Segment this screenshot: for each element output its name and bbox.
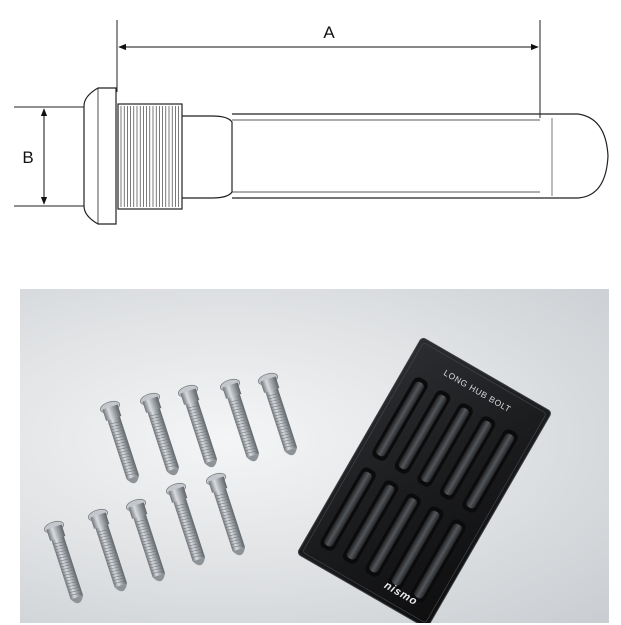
packaged-bolts <box>320 377 518 603</box>
loose-bolt <box>257 372 298 456</box>
knurl-lines <box>120 106 179 207</box>
loose-bolt <box>165 482 206 566</box>
packaged-bolt <box>387 506 444 590</box>
dimension-b-label: B <box>22 148 33 167</box>
loose-bolt <box>87 508 128 592</box>
packaged-bolt <box>365 493 421 577</box>
loose-bolt <box>43 520 84 604</box>
loose-bolt <box>219 378 260 462</box>
loose-bolt <box>125 498 166 582</box>
packaged-bolt <box>417 403 473 487</box>
packaged-bolt <box>394 390 451 474</box>
hub-bolt-technical-drawing: A B <box>14 20 609 225</box>
loose-bolt <box>139 392 180 476</box>
packaged-bolt <box>439 416 496 500</box>
dimension-b: B <box>14 106 96 207</box>
packaged-bolt <box>410 519 466 603</box>
packaged-bolt <box>320 467 376 551</box>
dimension-a: A <box>116 20 541 118</box>
packaged-bolt <box>342 480 399 564</box>
dimension-a-label: A <box>323 23 335 42</box>
loose-bolt <box>177 384 218 468</box>
packaged-bolt <box>372 377 428 461</box>
loose-bolts <box>43 372 298 604</box>
bolt-package-box: LONG HUB BOLT nismo <box>297 337 551 623</box>
loose-bolt <box>205 472 246 556</box>
product-photo: LONG HUB BOLT nismo <box>20 289 609 623</box>
packaged-bolt <box>462 429 518 513</box>
loose-bolt <box>99 400 140 484</box>
bolt-outline <box>83 87 609 225</box>
